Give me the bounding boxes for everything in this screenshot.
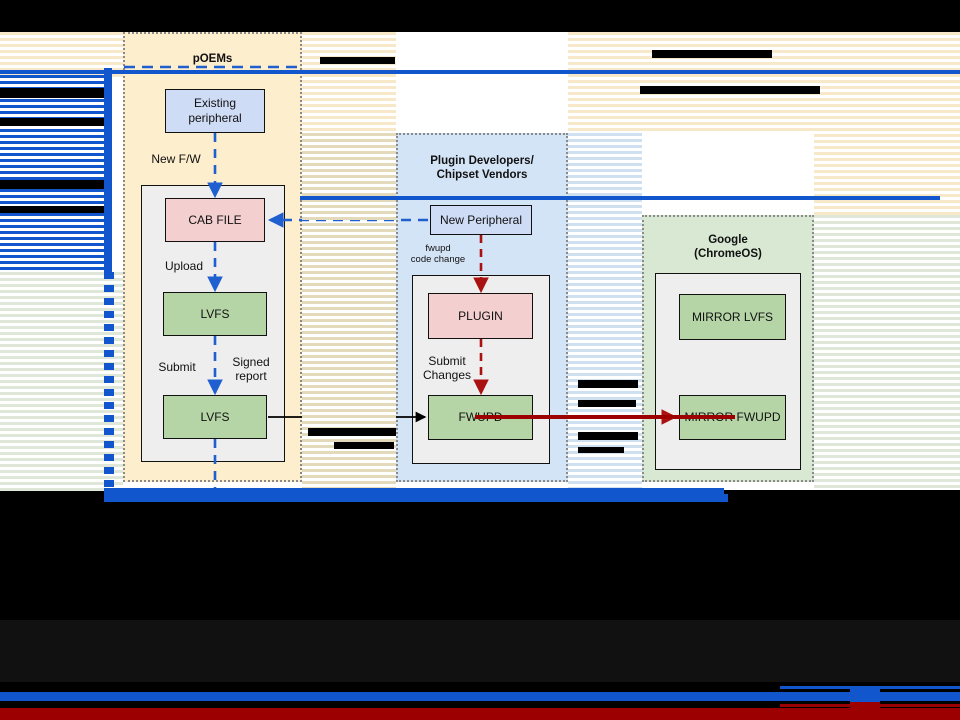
node-mirror-lvfs[interactable]: MIRROR LVFS: [679, 294, 786, 340]
edge-label-signed-report-line1: Signed: [232, 355, 270, 369]
edge-label-upload: Upload: [164, 259, 204, 273]
edge-label-submit-changes-line2: Changes: [422, 368, 472, 382]
node-existing-peripheral-line2: peripheral: [188, 111, 242, 125]
node-lvfs-upload[interactable]: LVFS: [163, 292, 267, 336]
node-lvfs-submit-label: LVFS: [200, 409, 230, 424]
edge-label-new-fw: New F/W: [151, 152, 201, 166]
node-new-peripheral[interactable]: New Peripheral: [430, 205, 532, 235]
edge-label-submit: Submit: [158, 360, 196, 374]
node-plugin-label: PLUGIN: [458, 308, 503, 323]
edge-label-signed-report-line2: report: [235, 369, 267, 383]
swimlane-plugin-title-line2: Chipset Vendors: [436, 169, 528, 181]
node-cab-file[interactable]: CAB FILE: [165, 198, 265, 242]
node-lvfs-upload-label: LVFS: [200, 306, 230, 321]
node-mirror-fwupd[interactable]: MIRROR FWUPD: [679, 395, 786, 440]
swimlane-google-title-line1: Google: [708, 234, 748, 246]
node-plugin[interactable]: PLUGIN: [428, 293, 533, 339]
swimlane-google-title-line2: (ChromeOS): [694, 248, 762, 260]
node-existing-peripheral[interactable]: Existing peripheral: [165, 89, 265, 133]
node-mirror-lvfs-label: MIRROR LVFS: [691, 309, 774, 324]
edge-label-fwupd-code-change-line2: code change: [410, 254, 466, 265]
node-cab-file-label: CAB FILE: [188, 212, 242, 227]
node-new-peripheral-label: New Peripheral: [439, 212, 523, 227]
node-fwupd-test-framework[interactable]: FWUPD test framework: [657, 575, 800, 614]
edge-label-submit-changes-line1: Submit: [428, 354, 466, 368]
node-lvfs-submit[interactable]: LVFS: [163, 395, 267, 439]
swimlane-poems-title: pOEMs: [192, 53, 233, 65]
node-fwupd-test-framework-label: FWUPD test framework: [659, 587, 798, 601]
node-existing-peripheral-line1: Existing: [193, 96, 237, 110]
edge-label-fwupd-code-change-line1: fwupd: [425, 243, 451, 254]
swimlane-plugin-title-line1: Plugin Developers/: [430, 155, 534, 167]
